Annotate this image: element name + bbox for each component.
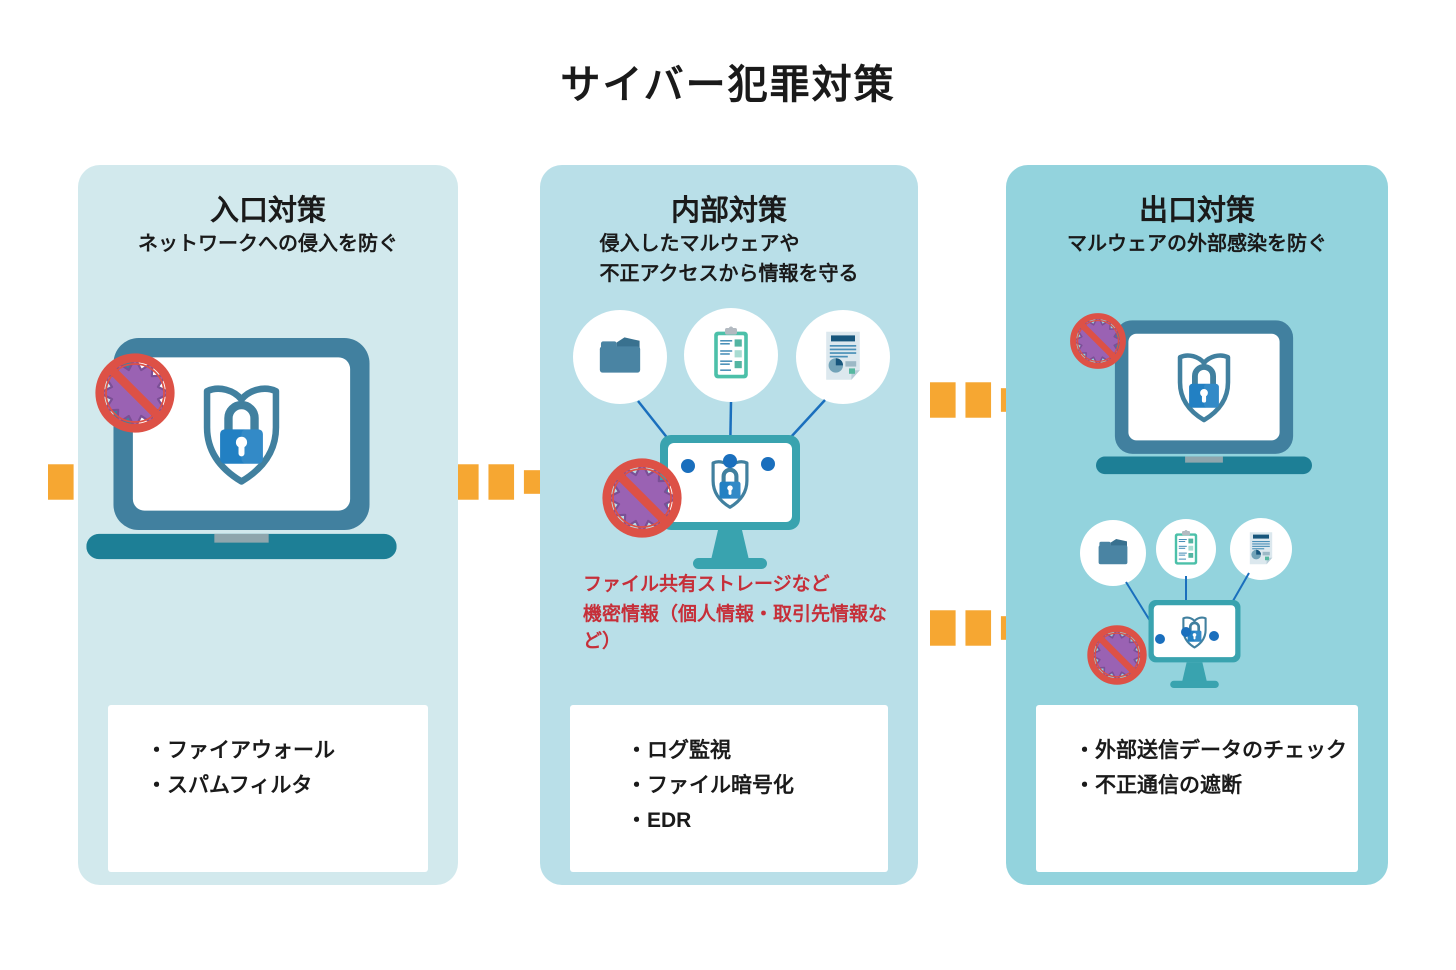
document-icon [1249, 532, 1273, 565]
measure-item: ・ファイアウォール [146, 739, 335, 762]
panel-exit-measures: 出口対策 マルウェアの外部感染を防ぐ [1006, 165, 1388, 885]
blocked-virus-icon [607, 463, 677, 533]
panel-title: 出口対策 [1138, 195, 1255, 227]
caption-confidential-info: 機密情報（個人情報・取引先情報など） [583, 604, 888, 652]
panel-title: 内部対策 [670, 195, 787, 227]
clipboard-icon [714, 326, 748, 379]
protected-monitor-cluster [573, 308, 890, 585]
panel-entrance-measures: 入口対策 ネットワークへの侵入を防ぐ ・ファイアウォール ・スパムフィルタ [78, 165, 458, 885]
blocked-virus-icon [91, 349, 179, 437]
blocked-virus-icon [1067, 310, 1129, 372]
panel-internal-measures: 内部対策 侵入したマルウェアや 不正アクセスから情報を守る ファイル共有ストレー… [540, 165, 918, 885]
caption-file-storage: ファイル共有ストレージなど [583, 574, 830, 595]
measure-item: ・ログ監視 [626, 739, 731, 762]
panel-title: 入口対策 [209, 195, 326, 227]
measure-item: ・EDR [626, 809, 692, 833]
main-title: サイバー犯罪対策 [560, 63, 896, 107]
measures-box: ・ファイアウォール ・スパムフィルタ [108, 705, 428, 872]
protected-monitor-cluster [1080, 518, 1292, 705]
panel-subtitle: ネットワークへの侵入を防ぐ [138, 233, 398, 255]
measure-item: ・スパムフィルタ [146, 774, 313, 798]
measures-box: ・ログ監視 ・ファイル暗号化 ・EDR [570, 705, 888, 872]
measure-item: ・外部送信データのチェック [1074, 739, 1347, 762]
measure-item: ・ファイル暗号化 [626, 774, 794, 798]
measures-box: ・外部送信データのチェック ・不正通信の遮断 [1036, 705, 1358, 872]
measure-item: ・不正通信の遮断 [1074, 774, 1242, 798]
document-icon [826, 331, 860, 380]
panel-subtitle: マルウェアの外部感染を防ぐ [1067, 233, 1327, 255]
clipboard-icon [1174, 530, 1198, 565]
panel-subtitle: 侵入したマルウェアや 不正アクセスから情報を守る [599, 233, 859, 285]
folder-icon [1098, 539, 1128, 565]
blocked-virus-icon [1091, 629, 1144, 682]
folder-icon [599, 337, 641, 373]
protected-monitor-icon [1149, 600, 1241, 688]
